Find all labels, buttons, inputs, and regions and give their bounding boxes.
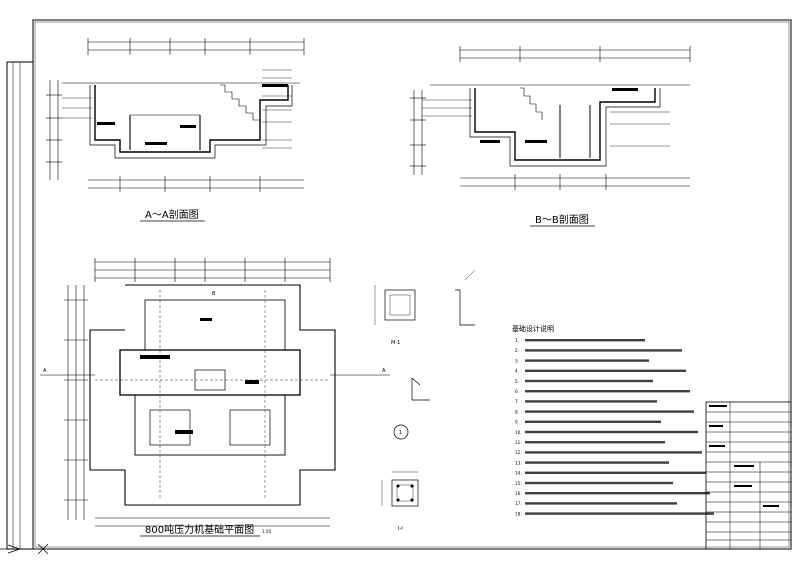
section-a-drawing [46, 38, 305, 192]
detail-i-drawing [381, 471, 419, 507]
note-text-line [525, 420, 661, 423]
note-number: 18. [515, 511, 522, 516]
plan-section-b-label: B [212, 291, 216, 297]
note-number: 7. [515, 399, 519, 404]
note-number: 10. [515, 430, 522, 435]
plan-scale: 1:50 [262, 529, 271, 534]
section-b-callouts [422, 99, 670, 147]
note-number: 6. [515, 389, 519, 394]
note-text-line [525, 339, 645, 342]
detail-i-title: I-I [398, 526, 403, 532]
section-b-drawing [410, 46, 691, 190]
note-number: 9. [515, 420, 519, 425]
detail-m1-drawing [374, 269, 476, 326]
note-text-line [525, 359, 649, 362]
note-number: 1. [515, 338, 519, 343]
note-number: 5. [515, 379, 519, 384]
note-text-line [525, 481, 673, 485]
section-a-callouts [62, 69, 292, 149]
detail-circle-label: 1 [399, 430, 402, 436]
note-text-line [525, 451, 702, 454]
section-b-title: B～B剖面图 [535, 213, 589, 226]
note-number: 4. [515, 369, 519, 374]
detail-reference-circle-icon [393, 424, 409, 440]
note-number: 3. [515, 358, 519, 363]
design-notes: 1. 2. 3. 4. 5. 6. 7. 8. 9. 10. 11. 12. 13. 14. 15. 16. 1… [515, 338, 714, 516]
note-text-line [525, 400, 657, 403]
note-text-line [525, 369, 686, 372]
note-number: 11. [515, 440, 522, 445]
foundation-plan-drawing [40, 258, 390, 527]
note-number: 12. [515, 450, 522, 455]
detail-circle-drawing [411, 377, 430, 401]
note-text-line [525, 379, 653, 383]
note-number: 13. [515, 460, 522, 465]
note-text-line [525, 349, 682, 352]
section-a-title: A～A剖面图 [145, 208, 199, 221]
title-block [705, 401, 792, 550]
note-text-line [525, 492, 710, 495]
note-number: 16. [515, 491, 522, 496]
note-text-line [525, 461, 669, 464]
note-text-line [525, 471, 706, 474]
note-number: 2. [515, 348, 519, 353]
note-number: 14. [515, 471, 522, 476]
note-text-line [525, 410, 694, 413]
orientation-arrow-icon [0, 543, 60, 555]
note-text-line [525, 441, 665, 444]
note-text-line [525, 430, 698, 434]
note-text-line [525, 512, 714, 515]
detail-m1-title: M-1 [391, 340, 400, 346]
plan-section-a-label-left: A [43, 368, 47, 374]
note-text-line [525, 502, 677, 505]
note-text-line [525, 390, 690, 393]
plan-title: 800吨压力机基础平面图 [145, 523, 254, 536]
note-number: 8. [515, 409, 519, 414]
plan-section-a-label-right: A [382, 368, 386, 374]
note-number: 15. [515, 481, 522, 486]
notes-title: 基础设计说明 [512, 324, 554, 333]
note-number: 17. [515, 501, 522, 506]
